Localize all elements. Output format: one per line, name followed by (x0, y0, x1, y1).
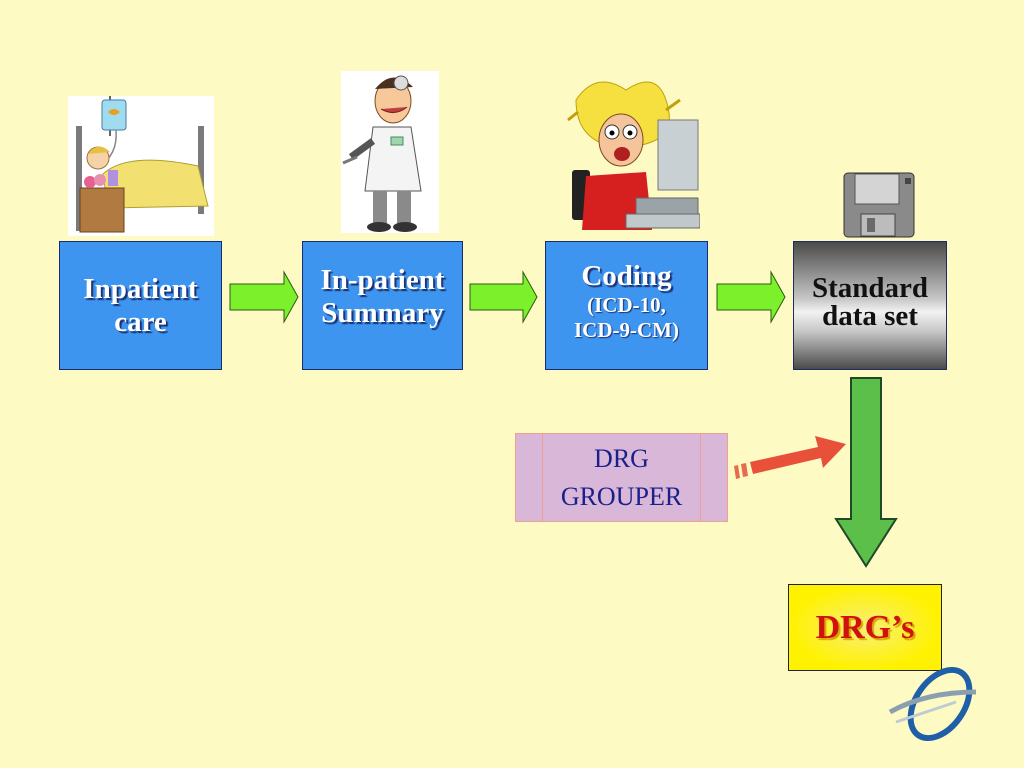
step-label-line2: care (114, 305, 167, 338)
grouper-side-bar (700, 434, 727, 521)
step-inpatient-summary: In-patient Summary (302, 241, 463, 370)
step-inpatient-care: Inpatient care (59, 241, 222, 370)
step-label-line2: data set (822, 300, 918, 332)
doctor-icon (341, 71, 439, 233)
patient-in-bed-icon (68, 96, 214, 236)
arrow-right-icon (229, 270, 299, 324)
grouper-arrow-icon (734, 436, 846, 479)
arrow-down-icon (834, 377, 898, 568)
step-label-line1: Inpatient (83, 272, 198, 305)
step-label-line1: Standard (811, 272, 929, 304)
drgs-label: DRG’s (815, 608, 915, 646)
stressed-computer-user-icon (566, 80, 701, 232)
step-coding: Coding (ICD-10, ICD-9-CM) (545, 241, 708, 370)
step-sub-line1: (ICD-10, (587, 293, 666, 317)
step-title: Coding (581, 260, 672, 292)
drgs-result-box: DRG’s (788, 584, 942, 671)
step-sub-line2: ICD-9-CM) (574, 318, 679, 342)
drg-grouper-box: DRG GROUPER (515, 433, 728, 522)
floppy-disk-icon (843, 172, 915, 238)
logo-icon (886, 662, 978, 746)
step-label-line2: Summary (321, 297, 444, 329)
arrow-right-icon (469, 270, 538, 324)
step-standard-data-set: Standard data set (793, 241, 947, 370)
arrow-right-icon (716, 270, 786, 324)
grouper-line1: DRG (594, 443, 649, 473)
grouper-side-bar (516, 434, 543, 521)
step-label-line1: In-patient (320, 264, 445, 296)
grouper-line2: GROUPER (560, 481, 683, 511)
